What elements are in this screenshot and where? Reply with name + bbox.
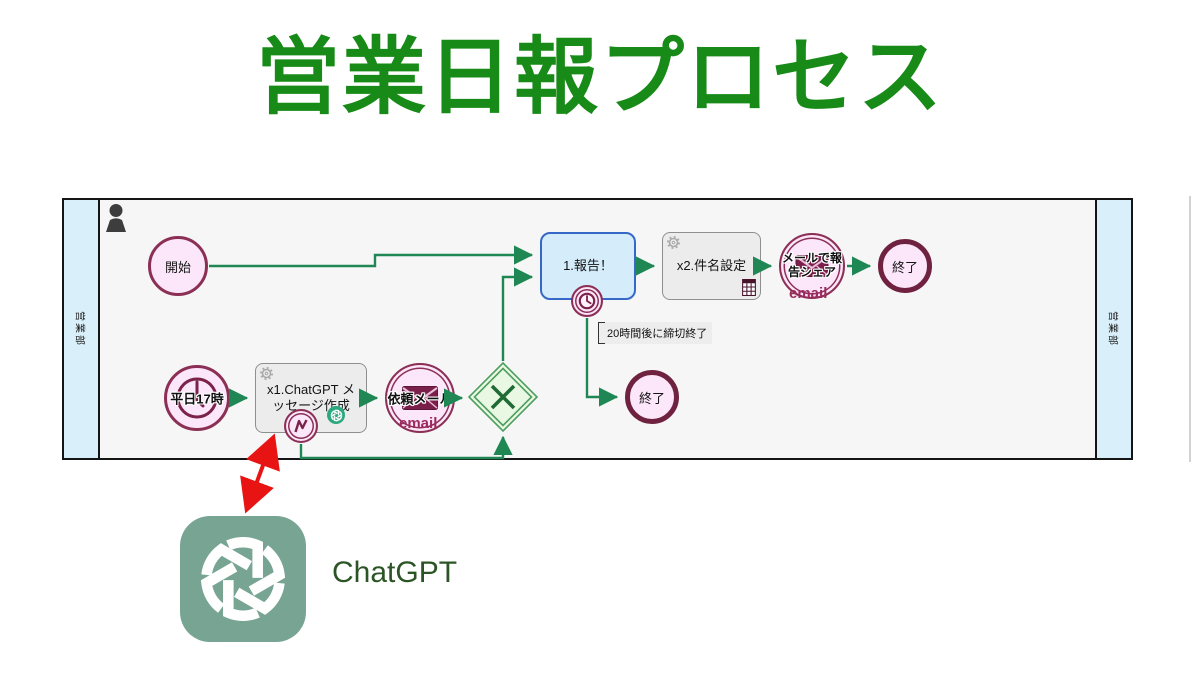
task-chatgpt-label: x1.ChatGPT メッセージ作成	[267, 381, 355, 413]
task-subject[interactable]: x2.件名設定	[662, 232, 761, 300]
end-event-main-label: 終了	[891, 259, 918, 275]
lane-label-left: 営業部	[73, 311, 85, 347]
error-boundary-event[interactable]	[284, 409, 318, 443]
gear-icon	[667, 236, 680, 249]
page-edge-line	[1189, 196, 1191, 462]
timer-start-event[interactable]: 平日17時	[164, 365, 230, 431]
message-icon	[402, 386, 438, 410]
start-event[interactable]: 開始	[148, 236, 208, 296]
chatgpt-badge-icon	[327, 406, 345, 424]
gear-icon	[260, 367, 273, 380]
share-mail-label: メールで報告シェア	[781, 251, 842, 279]
share-mail-type-label: email	[789, 285, 828, 302]
start-event-label: 開始	[164, 259, 191, 275]
end-event-main[interactable]: 終了	[878, 239, 932, 293]
lane-band-left: 営業部	[64, 200, 100, 458]
lane-band-right: 営業部	[1095, 200, 1131, 458]
xor-gateway[interactable]	[465, 359, 541, 435]
table-icon	[742, 279, 756, 296]
chatgpt-caption: ChatGPT	[332, 556, 458, 589]
task-report-label: 1.報告！	[563, 257, 613, 273]
error-lightning-icon	[294, 419, 308, 433]
timer-boundary-event[interactable]	[571, 285, 603, 317]
task-chatgpt-message[interactable]: x1.ChatGPT メッセージ作成	[255, 363, 367, 433]
participant-icon	[106, 204, 126, 232]
text-annotation[interactable]: 20時間後に締切終了	[598, 322, 713, 344]
chatgpt-logo	[180, 516, 306, 642]
message-icon	[795, 255, 829, 277]
timer-start-label: 平日17時	[170, 391, 224, 407]
openai-logo-icon	[196, 532, 290, 626]
request-mail-event[interactable]: 依頼メール	[385, 363, 455, 433]
end-event-timeout[interactable]: 終了	[625, 370, 679, 424]
request-mail-label: 依頼メール	[387, 391, 453, 407]
xor-x-icon	[490, 384, 516, 410]
request-mail-type-label: email	[399, 415, 438, 432]
share-mail-event[interactable]: メールで報告シェア	[779, 233, 845, 299]
annotation-text: 20時間後に締切終了	[607, 328, 708, 340]
lane-label-right: 営業部	[1106, 311, 1118, 347]
timer-icon	[578, 292, 596, 310]
task-subject-label: x2.件名設定	[676, 257, 747, 273]
page-title: 営業日報プロセス	[255, 32, 944, 125]
timer-icon	[176, 377, 218, 419]
end-event-timeout-label: 終了	[638, 390, 665, 406]
